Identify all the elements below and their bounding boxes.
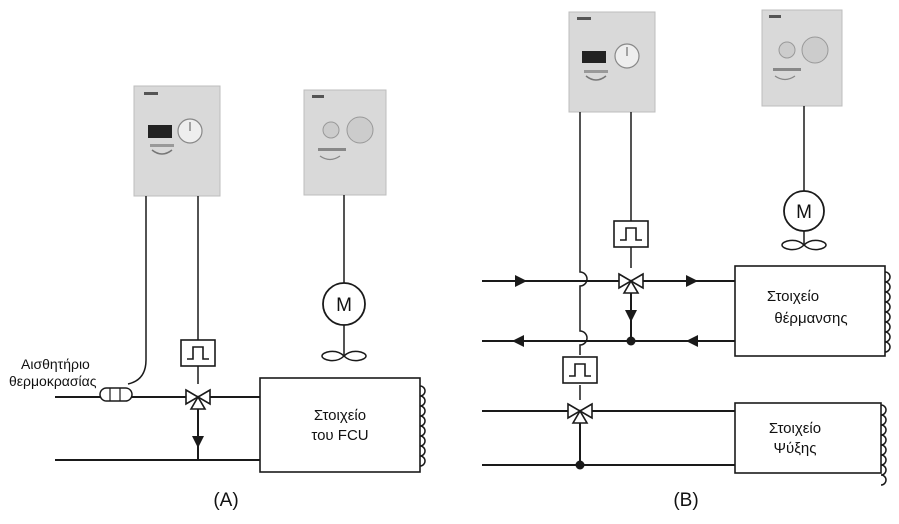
coil-label-line2: του FCU <box>311 427 368 444</box>
heating-coil-box: Στοιχείο θέρμανσης <box>734 265 891 357</box>
panel-a: Αισθητήριο θερμοκρασίας M Στοιχείο του F… <box>9 85 426 511</box>
heating-label-line1: Στοιχείο <box>767 288 819 305</box>
fan-controller-a2 <box>303 89 387 196</box>
panel-b: M Στοιχείο θέρμανσης Στοιχείο Ψύξης (B) <box>482 9 891 511</box>
valve-actuator-icon <box>180 339 216 367</box>
fan-motor-icon-b: M <box>783 190 825 245</box>
cooling-label-line2: Ψύξης <box>773 440 816 457</box>
thermostat-controller-a1 <box>133 85 221 197</box>
sensor-label-line2: θερμοκρασίας <box>9 373 97 389</box>
cooling-three-way-valve-icon <box>567 403 593 424</box>
temperature-sensor-icon <box>99 387 133 402</box>
caption-b: (B) <box>673 490 698 511</box>
cooling-label-line1: Στοιχείο <box>769 420 821 437</box>
sensor-label-line1: Αισθητήριο <box>21 356 90 372</box>
thermostat-controller-b1 <box>568 11 656 113</box>
cooling-coil-box: Στοιχείο Ψύξης <box>734 402 887 486</box>
caption-a: (A) <box>213 490 238 511</box>
fcu-coil-box: Στοιχείο του FCU <box>259 377 426 473</box>
heating-valve-actuator-icon <box>613 220 649 248</box>
motor-symbol-b: M <box>796 202 812 223</box>
three-way-valve-icon <box>185 389 211 410</box>
coil-label-line1: Στοιχείο <box>314 407 366 424</box>
fan-motor-icon: M <box>322 282 366 356</box>
cooling-valve-actuator-icon <box>562 356 598 384</box>
heating-label-line2: θέρμανσης <box>774 310 847 327</box>
motor-symbol-a: M <box>336 295 352 316</box>
fan-controller-b2 <box>761 9 843 107</box>
heating-three-way-valve-icon <box>618 273 644 294</box>
